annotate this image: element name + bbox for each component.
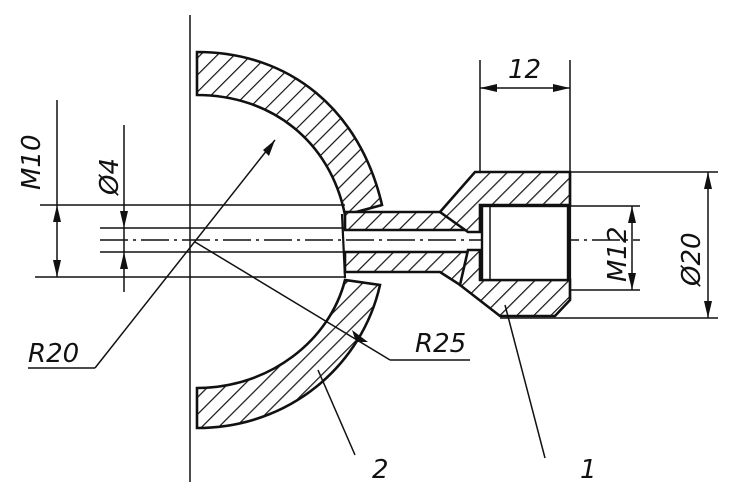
r20-arrow bbox=[263, 140, 275, 156]
dim12-label: 12 bbox=[508, 55, 541, 85]
part1-leader bbox=[504, 304, 546, 459]
thread-cavity bbox=[480, 204, 570, 282]
m10-arrow-top bbox=[53, 205, 61, 222]
r25-arrow bbox=[352, 330, 368, 342]
m12-label: M12 bbox=[603, 226, 633, 282]
phi20-arrow-top bbox=[704, 172, 712, 189]
shell-upper-section bbox=[195, 50, 384, 217]
r20-label: R20 bbox=[28, 339, 79, 369]
fitting-stem-lower bbox=[343, 250, 474, 293]
m12-arrow-top bbox=[628, 206, 636, 223]
r25-label: R25 bbox=[415, 329, 466, 359]
phi4-arrow-bottom bbox=[120, 252, 128, 269]
dim12-arrow-right bbox=[553, 84, 570, 92]
shell-lower-section bbox=[195, 278, 382, 430]
r20-leader bbox=[94, 139, 276, 369]
part2-leader bbox=[317, 369, 356, 456]
m10-label: M10 bbox=[17, 134, 47, 190]
phi20-label: Ø20 bbox=[677, 232, 707, 287]
part2-callout: 2 bbox=[372, 455, 389, 485]
dim12-arrow-left bbox=[480, 84, 497, 92]
m10-arrow-bottom bbox=[53, 260, 61, 277]
phi20-arrow-bottom bbox=[704, 301, 712, 318]
m12-arrow-bottom bbox=[628, 273, 636, 290]
phi4-arrow-top bbox=[120, 211, 128, 228]
part1-callout: 1 bbox=[580, 455, 597, 485]
phi4-label: Ø4 bbox=[95, 158, 125, 196]
